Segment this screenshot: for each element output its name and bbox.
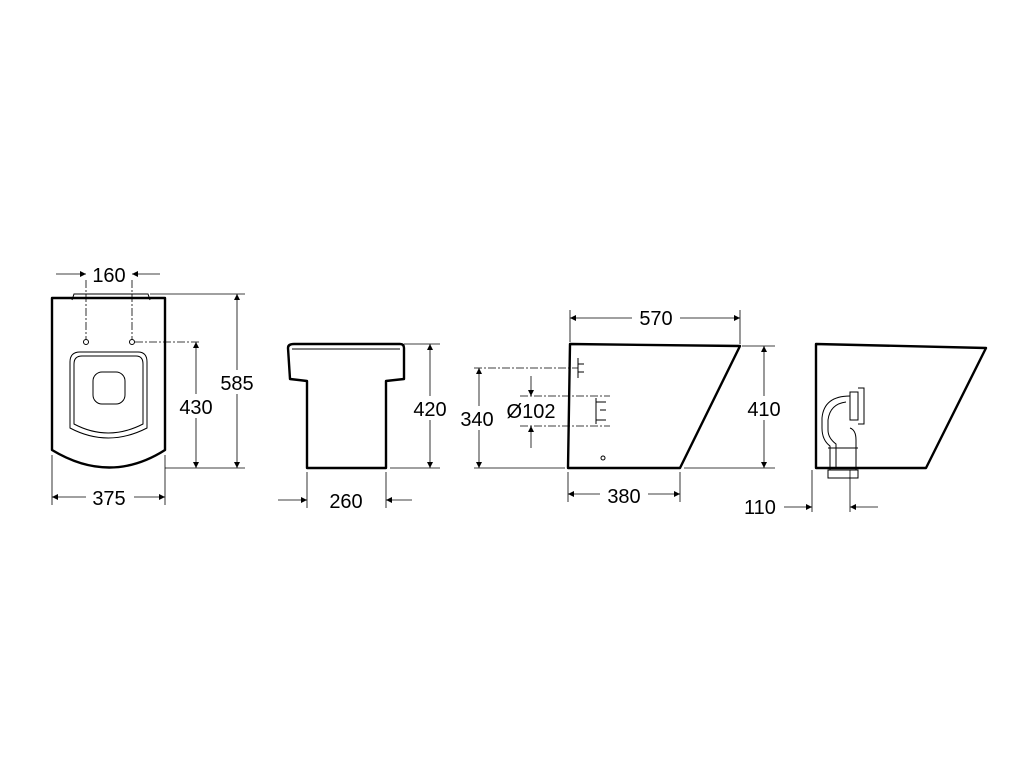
seat-opening <box>92 371 126 405</box>
fixing-hole-right <box>129 339 135 345</box>
cover-hinge-bar <box>71 293 151 301</box>
dim-top-length-label: 570 <box>639 308 672 330</box>
front-view: 160 375 430 585 <box>50 265 261 510</box>
side-view: 570 380 410 340 Ø102 <box>455 305 786 508</box>
dim-height-label: 420 <box>413 399 446 421</box>
dim-fixing-height-label: 430 <box>179 397 212 419</box>
pan-connector-view: 110 <box>744 342 988 519</box>
fixing-hole-left <box>83 339 89 345</box>
pan-rear-outline <box>814 342 988 470</box>
outlet-bracket <box>595 398 606 424</box>
seat-cover-outline <box>50 296 167 469</box>
dim-projection-label: 110 <box>744 497 776 519</box>
dim-outlet-height-label: 340 <box>460 409 493 431</box>
back-view: 260 420 <box>278 342 452 513</box>
fixing-bracket-top <box>577 358 584 378</box>
pan-side-outline <box>566 342 742 470</box>
dim-fixing-centres-label: 160 <box>92 265 125 287</box>
seat-inner-outline <box>69 351 148 439</box>
seat-inner-shadow <box>73 355 144 434</box>
dim-outlet-diameter-label: Ø102 <box>507 401 556 423</box>
dim-base-length-label: 380 <box>607 486 640 508</box>
dim-base-width-label: 260 <box>329 491 362 513</box>
base-fixing-hole <box>600 455 606 461</box>
pan-back-outline <box>286 342 406 470</box>
dim-height-label: 410 <box>747 399 780 421</box>
dim-width-label: 375 <box>92 488 125 510</box>
dim-depth-label: 585 <box>220 373 253 395</box>
pan-connector <box>821 387 865 479</box>
